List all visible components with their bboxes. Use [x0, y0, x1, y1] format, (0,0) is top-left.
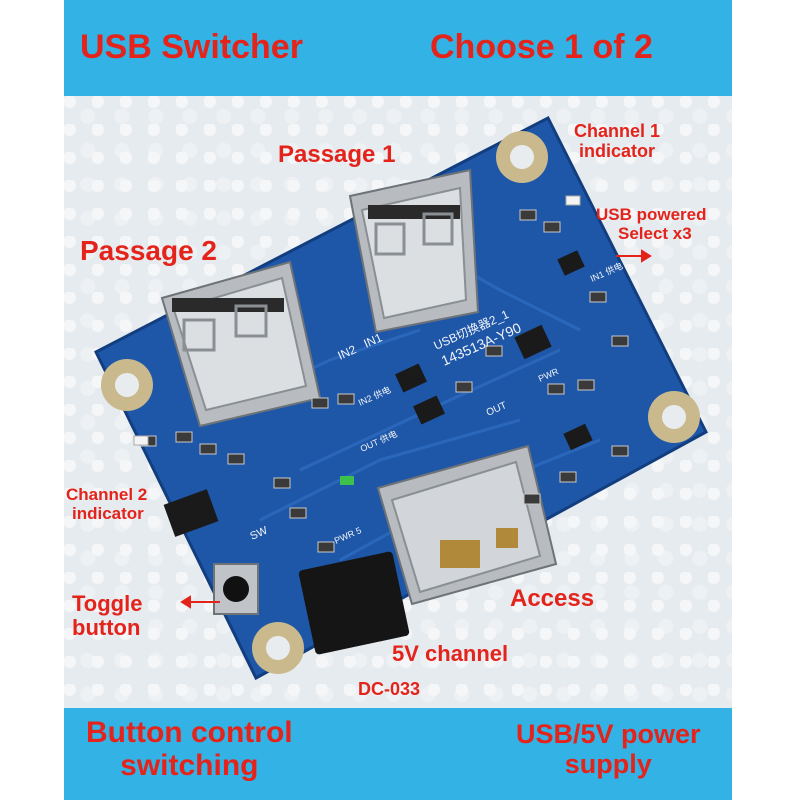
label-toggle-button: Toggle button — [72, 591, 143, 641]
right-margin — [732, 0, 800, 800]
power-led — [340, 476, 354, 485]
toggle-button-switch — [213, 563, 259, 615]
footer-band — [64, 708, 732, 800]
header-title-left: USB Switcher — [80, 28, 303, 66]
annotation-arrows — [180, 249, 652, 609]
label-usb-powered: USB powered Select x3 — [596, 205, 707, 243]
footer-left-line2: switching — [120, 749, 259, 782]
label-channel-1-line1: Channel 1 — [574, 121, 661, 141]
label-passage-2: Passage 2 — [80, 235, 217, 266]
label-usb-powered-line1: USB powered — [596, 205, 707, 224]
label-dc-033: DC-033 — [358, 679, 421, 699]
usb-port-access — [376, 444, 558, 606]
usb-port-passage-1 — [348, 168, 480, 334]
header-title-right: Choose 1 of 2 — [430, 28, 653, 66]
ic-chips — [163, 250, 593, 537]
label-channel-1-indicator: Channel 1 indicator — [574, 121, 661, 162]
label-toggle-line1: Toggle — [72, 591, 143, 616]
usb-port-passage-2 — [160, 260, 322, 428]
footer-left-line1: Button control — [86, 716, 293, 749]
label-channel-2-line1: Channel 2 — [66, 485, 148, 504]
channel-2-led — [133, 435, 149, 446]
left-margin — [0, 0, 64, 800]
label-usb-powered-line2: Select x3 — [618, 223, 692, 243]
footer-right-line2: supply — [564, 748, 652, 779]
footer-right-line1: USB/5V power — [516, 719, 701, 749]
dc-jack — [298, 551, 410, 655]
label-channel-2-indicator: Channel 2 indicator — [66, 485, 148, 523]
mounting-holes — [101, 131, 700, 674]
footer-right-caption: USB/5V power supply — [516, 719, 701, 779]
label-access: Access — [510, 585, 595, 612]
label-passage-1: Passage 1 — [278, 141, 396, 168]
label-toggle-line2: button — [72, 615, 141, 641]
channel-1-led — [565, 195, 581, 206]
footer-left-caption: Button control switching — [86, 716, 293, 782]
label-channel-1-line2: indicator — [579, 140, 656, 161]
label-channel-2-line2: indicator — [72, 503, 144, 523]
header-band — [64, 0, 732, 96]
label-5v-channel: 5V channel — [392, 641, 509, 666]
